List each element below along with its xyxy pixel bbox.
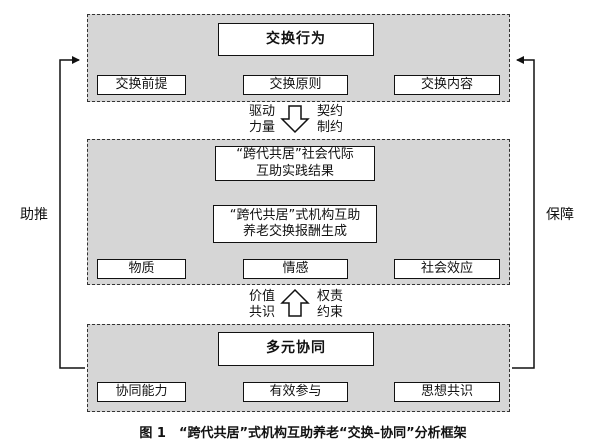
exchange-content-box: 交换内容 [394, 75, 500, 95]
ideological-consensus-box: 思想共识 [394, 382, 500, 402]
figure-caption: 图 1 “跨代共居”式机构互助养老“交换–协同”分析框架 [139, 426, 467, 441]
exchange-behavior-title: 交换行为 [218, 23, 374, 56]
social-effect-box: 社会效应 [394, 259, 500, 279]
collaboration-ability-box: 协同能力 [97, 382, 186, 402]
hollow-arrow-up [280, 288, 310, 317]
rights-responsibility-label: 权责 约束 [316, 289, 343, 320]
push-label: 助推 [20, 207, 48, 223]
emotion-box: 情感 [243, 259, 348, 279]
value-consensus-label: 价值 共识 [248, 289, 275, 320]
multi-collaboration-title: 多元协同 [218, 332, 374, 366]
effective-participation-box: 有效参与 [243, 382, 348, 402]
reward-generation-box: “跨代共居”式机构互助 养老交换报酬生成 [213, 205, 377, 243]
material-box: 物质 [97, 259, 186, 279]
driving-force-label: 驱动 力量 [248, 104, 275, 135]
contract-constraint-label: 契约 制约 [316, 104, 343, 135]
practice-result-box: “跨代共居”社会代际 互助实践结果 [215, 146, 375, 181]
hollow-arrow-down [280, 105, 310, 134]
exchange-premise-box: 交换前提 [97, 75, 186, 95]
exchange-principle-box: 交换原则 [243, 75, 348, 95]
guarantee-label: 保障 [546, 207, 574, 223]
